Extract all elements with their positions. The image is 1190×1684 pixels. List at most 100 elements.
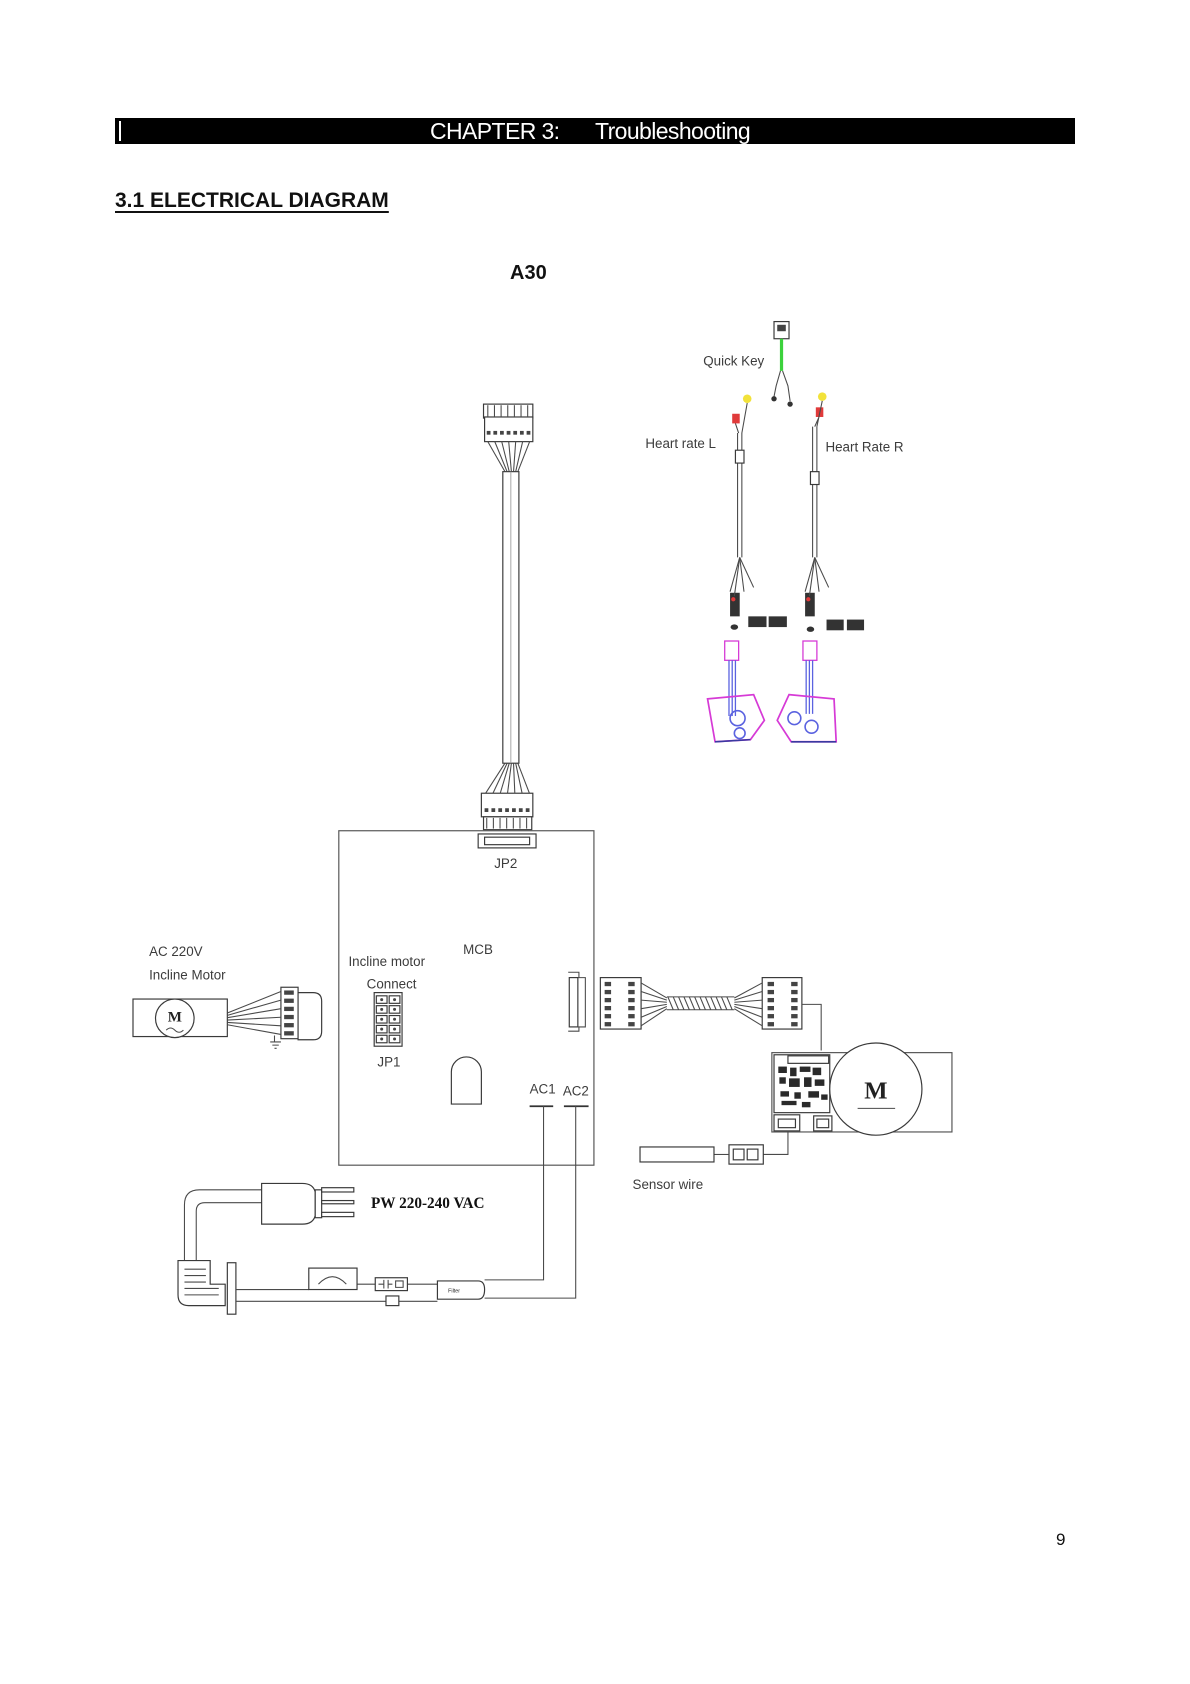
heart-rate-right-plug [807,627,815,632]
cable-connector-pin [628,1022,634,1026]
ground-icon [270,1035,281,1048]
incline-motor-wire [227,1017,281,1020]
heart-rate-left-clip-b [769,616,787,627]
jp2-socket [485,837,530,845]
cable-connector-pin [628,1006,634,1010]
emi-filter [437,1281,484,1299]
motor-cable-twist [689,997,694,1010]
jp2-connector [478,834,536,848]
power-cord-inner [196,1203,261,1261]
connector-yellow-right [818,392,827,401]
heart-rate-right-sleeve [810,472,819,485]
connector-pin [487,431,491,435]
motor-cable-twist [684,997,689,1010]
power-plug-face [315,1190,321,1218]
incline-plug-pin [284,999,294,1003]
cable-connector-pin [791,1006,797,1010]
grip-left-sensor-a [730,711,745,726]
drive-motor-m: M [864,1078,887,1105]
sensor-wire-label: Sensor wire [633,1177,704,1192]
jp1-pin [393,1028,396,1031]
cable-connector-pin [628,990,634,994]
motor-cable-wire [734,1009,762,1026]
grip-right-connector [803,641,817,660]
connector-pin [513,431,517,435]
cable-connector-pin [628,998,634,1002]
cable-connector-pin [605,998,611,1002]
heart-rate-left-label: Heart rate L [645,436,716,451]
display-cable-wire [518,763,530,793]
motor-cable-twist [721,997,726,1010]
display-cable-wire [516,763,522,793]
pcb-component [800,1067,811,1072]
pcb-component [808,1091,819,1097]
cable-connector-pin [791,1014,797,1018]
mcb-label: MCB [463,942,493,957]
power-supply-label: PW 220-240 VAC [371,1195,485,1212]
power-cord-assembly: PW 220-240 VAC Filter [178,1183,485,1314]
connector-pin [493,431,497,435]
heart-rate-right-label: Heart Rate R [825,439,903,454]
iec-connector [178,1261,225,1306]
display-cable-wire [514,763,515,793]
grip-right-sensor-b [805,720,818,733]
heart-rate-right-clip-a [827,620,844,631]
incline-motor-m: M [168,1010,182,1026]
drive-motor-assembly: M [772,1043,952,1135]
incline-motor-plug [298,993,322,1040]
cable-connector-pin [628,1014,634,1018]
cable-connector-pin [605,990,611,994]
display-connector [485,417,533,442]
heart-rate-right-clip-b [847,620,864,631]
jp1-connector [374,993,402,1047]
neutral-terminal [386,1296,399,1306]
pcb-component [804,1077,812,1087]
incline-connect-label-line2: Connect [367,976,417,991]
motor-cable-twist [700,997,705,1010]
ac1-wire [485,1106,544,1280]
cable-connector-pin [605,982,611,986]
motor-cable-twist [673,997,678,1010]
motor-cable-wire [734,1000,762,1002]
jp1-pin [380,1028,383,1031]
connector-pin [527,431,531,435]
jp1-pin [393,998,396,1001]
mcb-side-connector [481,793,532,817]
cable-connector-pin [605,1014,611,1018]
cable-connector-pin [628,982,634,986]
cable-connector-pin [791,1022,797,1026]
motor-controller-board [774,1055,830,1113]
plug-prong-middle [322,1201,354,1204]
heart-rate-right-grip [777,641,836,742]
jp1-pin [380,998,383,1001]
incline-motor-wire [227,1025,281,1035]
heart-rate-left-plug [731,624,739,629]
heart-rate-left-grip [708,641,765,742]
pcb-component [779,1077,785,1083]
connector-pin [526,808,530,812]
motor-cable-twist [716,997,721,1010]
pcb-component [782,1101,797,1105]
cable-connector-pin [605,1022,611,1026]
sensor-body [640,1147,714,1162]
motor-cable-twist [679,997,684,1010]
heart-rate-right-red-mark [806,597,810,601]
connector-pin [498,808,502,812]
jp1-pin [380,1008,383,1011]
quick-key-branch-left [774,371,780,397]
sensor-connector-pin-b [747,1149,758,1160]
quick-key-connector-pin [777,325,786,331]
cable-connector-pin [605,1006,611,1010]
plug-prong-top [322,1188,354,1192]
incline-motor: AC 220V Incline Motor M [133,944,322,1048]
cable-connector-pin [791,982,797,986]
ac2-wire [485,1106,576,1298]
heart-rate-left-clip-a [748,616,766,627]
ac1-label: AC1 [530,1081,556,1096]
socket-body [569,978,578,1027]
heart-rate-right-harness: Heart Rate R [777,392,904,741]
pcb-component [821,1094,827,1099]
jp1-pin [393,1008,396,1011]
